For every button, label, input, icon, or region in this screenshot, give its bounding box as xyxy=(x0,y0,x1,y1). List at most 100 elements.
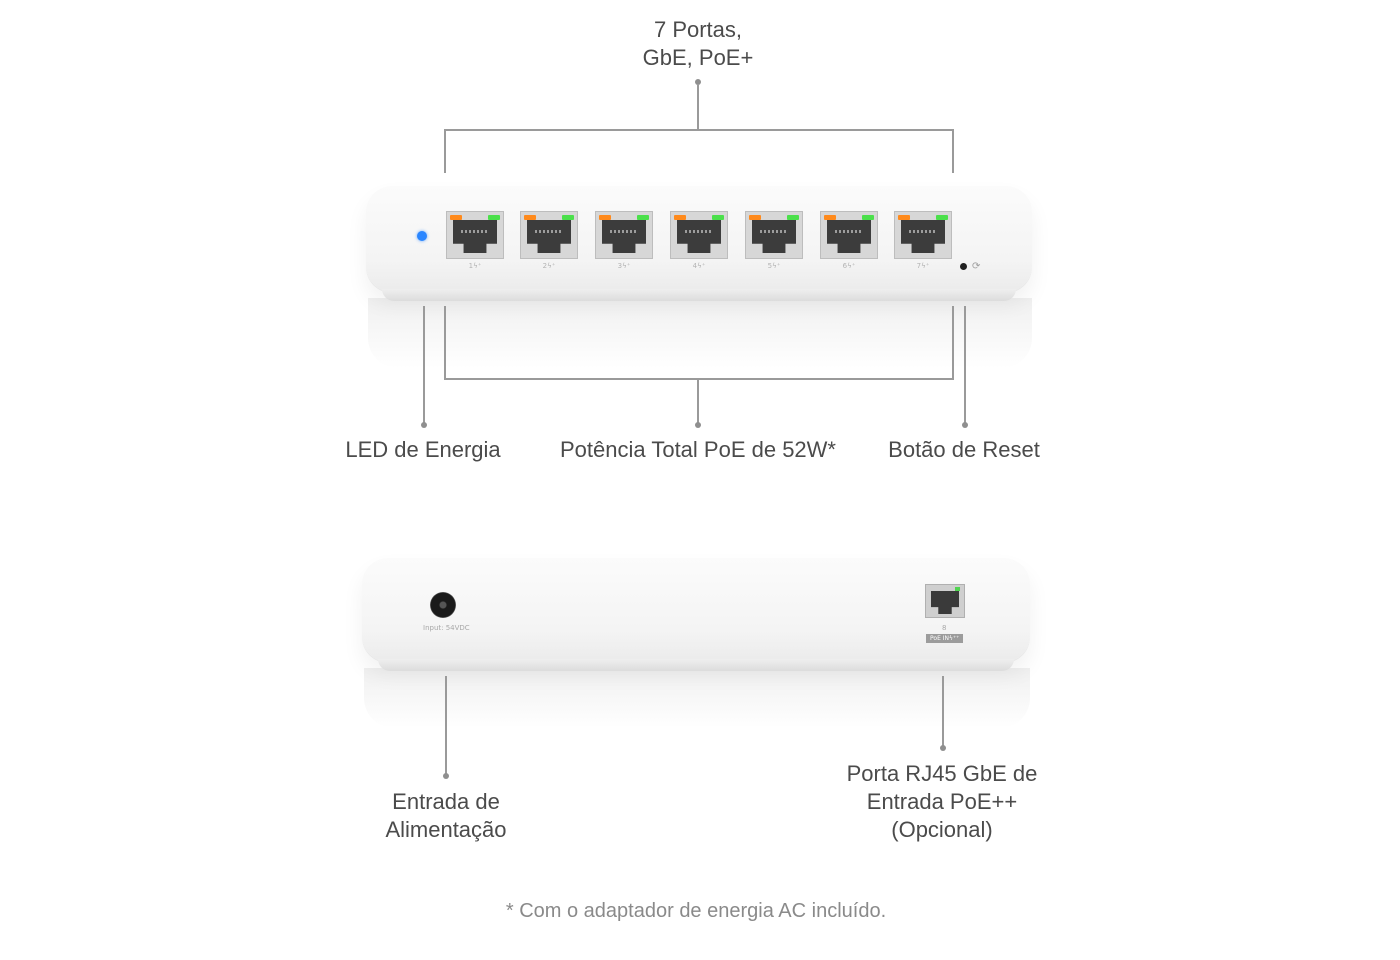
port-number-6: 6 xyxy=(842,262,848,270)
poe-bolt-icon: ϟ⁺⁺ xyxy=(949,635,960,642)
ports-callout-stem xyxy=(697,84,699,130)
port-socket xyxy=(901,220,945,253)
led-label: LED de Energia xyxy=(345,437,501,462)
ethernet-port-3 xyxy=(595,211,653,259)
back-device-reflection xyxy=(364,668,1030,728)
reset-icon: ⟳ xyxy=(972,261,981,272)
poe-in-badge: PoE INϟ⁺⁺ xyxy=(926,634,964,643)
port-label-4: 4ϟ⁺ xyxy=(670,262,728,270)
poe-bracket-left xyxy=(444,306,446,380)
back-device-base xyxy=(378,659,1014,671)
poe-bolt-icon: ϟ⁺ xyxy=(847,262,856,270)
poe-bolt-icon: ϟ⁺ xyxy=(697,262,706,270)
port-pins xyxy=(835,230,863,233)
port-speed-led-icon xyxy=(749,215,761,220)
port-label-1: 1ϟ⁺ xyxy=(446,262,504,270)
poe-bolt-icon: ϟ⁺ xyxy=(473,262,482,270)
poe-bolt-icon: ϟ⁺ xyxy=(622,262,631,270)
poe-bracket-right xyxy=(952,306,954,380)
ports-callout-line-1: 7 Portas, xyxy=(653,17,743,42)
port-label-2: 2ϟ⁺ xyxy=(520,262,578,270)
port-speed-led-icon xyxy=(599,215,611,220)
port-link-led-icon xyxy=(637,215,649,220)
ports-callout-bracket-right xyxy=(952,129,954,173)
reset-leader-line xyxy=(964,306,966,424)
port-number-8: 8 xyxy=(942,624,947,632)
rj45-leader-line xyxy=(942,676,944,748)
port-socket xyxy=(527,220,571,253)
ports-callout-line-2: GbE, PoE+ xyxy=(642,45,754,70)
front-device-base xyxy=(382,289,1016,301)
rj45-leader-dot xyxy=(940,745,946,751)
led-leader-dot xyxy=(421,422,427,428)
rj45-port-label-line-1: Porta RJ45 GbE de xyxy=(846,761,1038,786)
power-input-text: Input: 54VDC xyxy=(423,624,470,632)
port-socket xyxy=(602,220,646,253)
poe-leader-dot xyxy=(695,422,701,428)
reset-button[interactable] xyxy=(960,263,967,270)
port-number-3: 3 xyxy=(617,262,623,270)
port-number-7: 7 xyxy=(916,262,922,270)
port-socket xyxy=(931,591,959,614)
led-leader-line xyxy=(423,306,425,424)
ethernet-port-2 xyxy=(520,211,578,259)
port-link-led-icon xyxy=(488,215,500,220)
port-speed-led-icon xyxy=(824,215,836,220)
port-pins xyxy=(909,230,937,233)
port-link-led-icon xyxy=(712,215,724,220)
dc-power-jack xyxy=(430,592,456,618)
port-link-led-icon xyxy=(787,215,799,220)
port-pins xyxy=(535,230,563,233)
port-number-4: 4 xyxy=(692,262,698,270)
port-socket xyxy=(827,220,871,253)
rj45-port-label: Porta RJ45 GbE de Entrada PoE++ (Opciona… xyxy=(814,760,1070,844)
ethernet-port-8 xyxy=(925,584,965,618)
poe-bolt-icon: ϟ⁺ xyxy=(547,262,556,270)
power-led-icon xyxy=(417,231,427,241)
reset-label: Botão de Reset xyxy=(888,437,1040,462)
poe-budget-label: Potência Total PoE de 52W* xyxy=(560,437,836,462)
power-input-leader-line xyxy=(445,676,447,776)
rj45-port-label-line-2: Entrada PoE++ xyxy=(866,789,1018,814)
front-device: 1ϟ⁺ 2ϟ⁺ 3ϟ⁺ 4ϟ⁺ 5ϟ⁺ 6ϟ⁺ 7ϟ⁺ ⟳ xyxy=(366,186,1032,301)
ethernet-port-7 xyxy=(894,211,952,259)
port-speed-led-icon xyxy=(898,215,910,220)
ethernet-port-1 xyxy=(446,211,504,259)
port-socket xyxy=(677,220,721,253)
port-pins xyxy=(461,230,489,233)
ethernet-port-6 xyxy=(820,211,878,259)
port-pins xyxy=(610,230,638,233)
port-label-7: 7ϟ⁺ xyxy=(894,262,952,270)
ports-callout-label: 7 Portas, GbE, PoE+ xyxy=(598,16,798,72)
power-input-label: Entrada de Alimentação xyxy=(346,788,546,844)
port-number-1: 1 xyxy=(468,262,474,270)
power-input-leader-dot xyxy=(443,773,449,779)
rj45-port-label-line-3: (Opcional) xyxy=(891,817,993,842)
port-number-5: 5 xyxy=(767,262,773,270)
back-device: Input: 54VDC 8 PoE INϟ⁺⁺ xyxy=(362,558,1030,671)
ethernet-port-5 xyxy=(745,211,803,259)
port-socket xyxy=(453,220,497,253)
port-pins xyxy=(685,230,713,233)
port-link-led-icon xyxy=(562,215,574,220)
reset-leader-dot xyxy=(962,422,968,428)
poe-in-text: PoE IN xyxy=(930,635,950,642)
port-speed-led-icon xyxy=(524,215,536,220)
port-pins xyxy=(760,230,788,233)
port-link-led-icon xyxy=(862,215,874,220)
power-input-label-line-2: Alimentação xyxy=(385,817,507,842)
poe-leader-line xyxy=(697,378,699,424)
port-speed-led-icon xyxy=(674,215,686,220)
port-link-led-icon xyxy=(936,215,948,220)
port-label-3: 3ϟ⁺ xyxy=(595,262,653,270)
port-number-2: 2 xyxy=(542,262,548,270)
port-link-led-icon xyxy=(955,587,960,591)
poe-bracket-bottom xyxy=(444,378,954,380)
ports-callout-bracket-top xyxy=(444,129,954,131)
port-label-5: 5ϟ⁺ xyxy=(745,262,803,270)
footnote: * Com o adaptador de energia AC incluído… xyxy=(505,900,887,922)
front-device-reflection xyxy=(368,298,1032,368)
port-label-6: 6ϟ⁺ xyxy=(820,262,878,270)
port-socket xyxy=(752,220,796,253)
port-speed-led-icon xyxy=(450,215,462,220)
